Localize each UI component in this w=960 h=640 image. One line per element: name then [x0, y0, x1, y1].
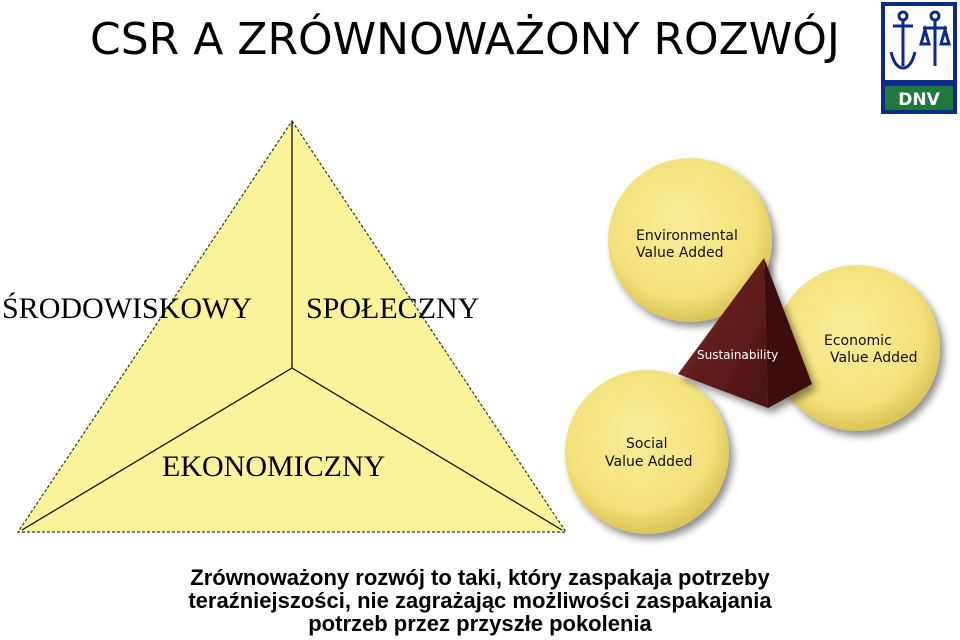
pyramid-divider-right	[291, 367, 563, 531]
definition-line-3: potrzeb przez przyszłe pokolenia	[308, 611, 652, 636]
page-title: CSR A ZRÓWNOWAŻONY ROZWÓJ	[90, 14, 840, 65]
anchor-icon	[889, 10, 917, 70]
sustainability-triangle	[678, 258, 812, 408]
scales-icon	[919, 10, 951, 66]
disc-social-line2: Value Added	[605, 454, 693, 470]
definition-text: Zrównoważony rozwój to taki, który zaspa…	[0, 566, 960, 635]
disc-environmental-line2: Value Added	[636, 245, 724, 261]
disc-economic	[774, 265, 940, 431]
disc-environmental-line1: Environmental	[636, 228, 738, 244]
disc-environmental	[608, 158, 772, 322]
pyramid-label-economic: EKONOMICZNY	[162, 450, 386, 483]
definition-line-2: teraźniejszości, nie zagrażając możliwoś…	[188, 588, 772, 613]
disc-social	[565, 370, 729, 534]
disc-economic-line2: Value Added	[830, 350, 918, 366]
logo-text: DNV	[898, 90, 940, 110]
disc-social-line1: Social	[626, 436, 668, 452]
pyramid-label-social: SPOŁECZNY	[306, 292, 480, 325]
pyramid-label-environmental: ŚRODOWISKOWY	[2, 292, 252, 325]
sustainability-label: Sustainability	[697, 348, 778, 362]
disc-economic-line1: Economic	[824, 333, 892, 349]
dnv-logo: DNV	[881, 2, 957, 114]
pyramid-divider-left	[21, 367, 293, 531]
definition-line-1: Zrównoważony rozwój to taki, który zaspa…	[190, 565, 770, 590]
